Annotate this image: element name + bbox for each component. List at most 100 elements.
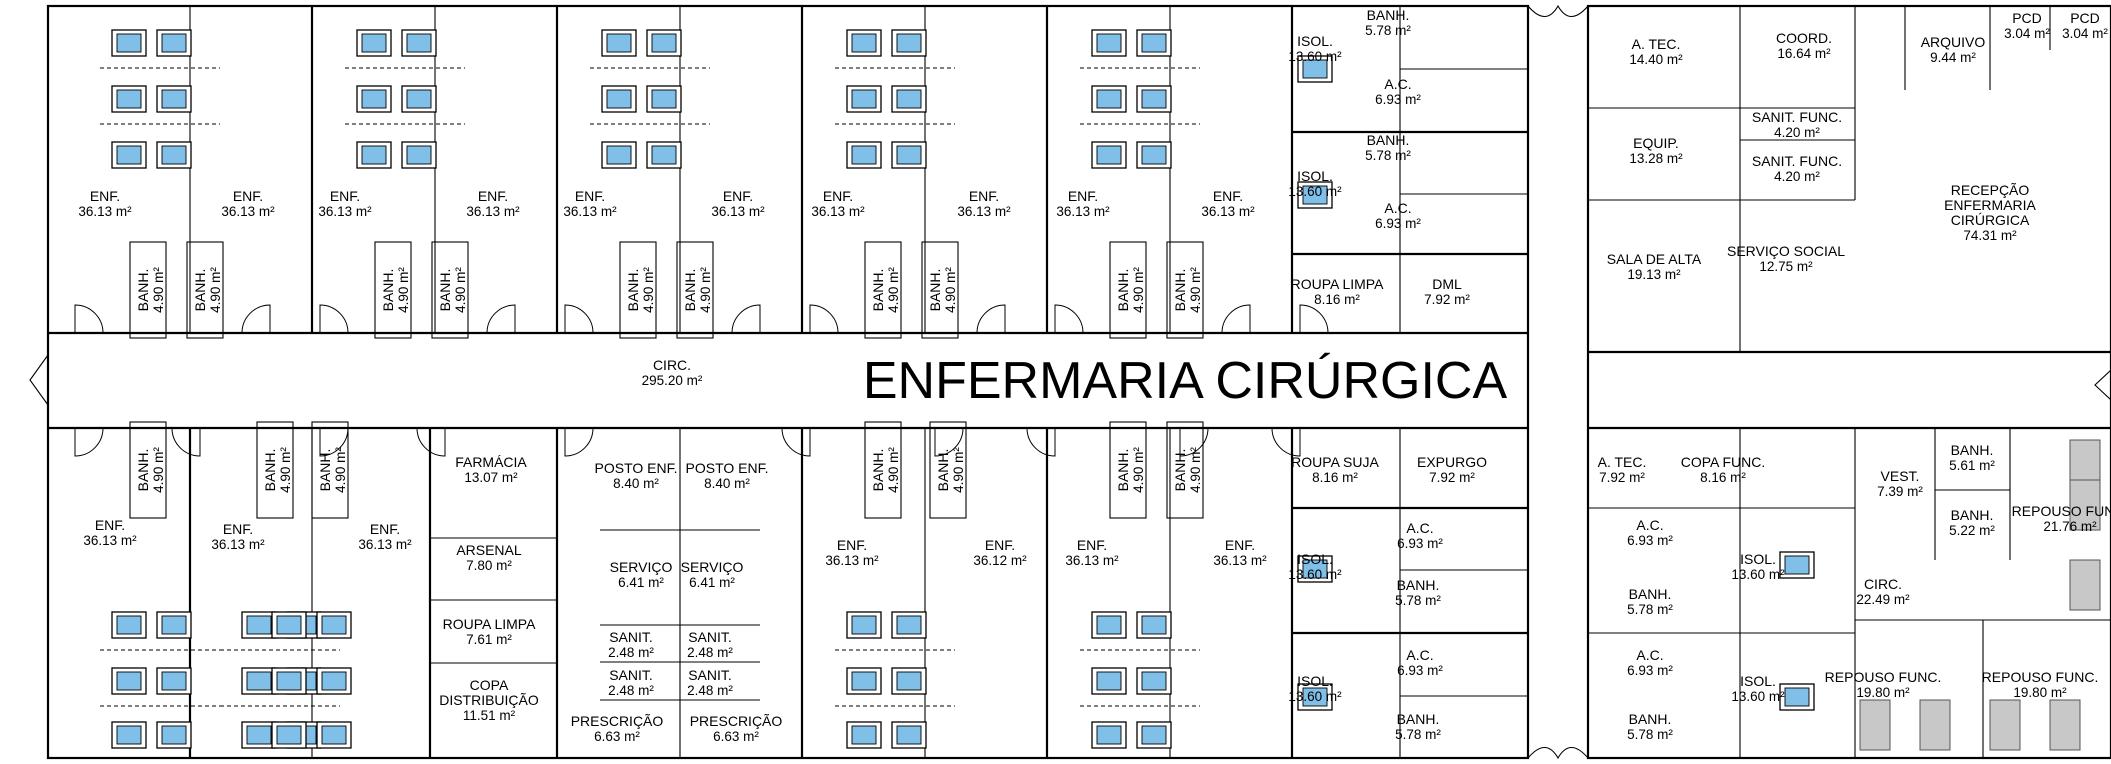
patient-bed xyxy=(1136,721,1172,749)
room-name: CIRC. xyxy=(1864,576,1902,592)
room-area: 4.90 m² xyxy=(208,267,223,313)
room-area: 7.39 m² xyxy=(1877,484,1923,499)
room-name: SANIT. xyxy=(609,667,653,683)
room-area: 16.64 m² xyxy=(1777,46,1831,61)
rest-bed xyxy=(1989,699,2021,751)
room-name: CIRÚRGICA xyxy=(1951,212,2030,228)
beds xyxy=(111,29,1815,749)
patient-bed xyxy=(111,721,147,749)
bathroom-outline xyxy=(1166,241,1204,339)
room-area: 13.60 m² xyxy=(1288,184,1342,199)
room-label: ENF.36.13 m² xyxy=(466,188,520,219)
room-label: ISOL.13.60 m² xyxy=(1288,673,1342,704)
room-name: ISOL. xyxy=(1297,673,1333,689)
room-area: 5.78 m² xyxy=(1395,727,1441,742)
room-name: PCD xyxy=(2012,10,2042,26)
room-area: 13.60 m² xyxy=(1288,49,1342,64)
room-label: ENF.36.13 m² xyxy=(1056,188,1110,219)
patient-bed xyxy=(316,611,352,639)
bathroom-outline xyxy=(256,421,294,519)
room-name: COORD. xyxy=(1776,30,1832,46)
room-name: A.C. xyxy=(1384,200,1411,216)
room-name: PCD xyxy=(2070,10,2100,26)
patient-bed xyxy=(1297,181,1333,209)
patient-bed xyxy=(1136,611,1172,639)
patient-bed xyxy=(1779,683,1815,711)
room-area: 36.13 m² xyxy=(825,553,879,568)
patient-bed xyxy=(156,611,192,639)
door-swing xyxy=(74,427,104,457)
bathroom-label: BANH.4.90 m² xyxy=(437,267,468,313)
bathroom-label: BANH.4.90 m² xyxy=(135,267,166,313)
rest-bed xyxy=(2049,699,2081,751)
plan-title: ENFERMARIA CIRÚRGICA xyxy=(863,352,1508,410)
room-area: 6.63 m² xyxy=(594,729,640,744)
room-name: BANH. xyxy=(437,269,453,312)
room-name: POSTO ENF. xyxy=(686,460,769,476)
room-name: A.C. xyxy=(1384,76,1411,92)
patient-bed xyxy=(1297,683,1333,711)
room-name: ISOL. xyxy=(1740,551,1776,567)
room-area: 6.93 m² xyxy=(1627,663,1673,678)
patient-bed xyxy=(1297,55,1333,83)
patient-bed xyxy=(356,141,392,169)
room-area: 5.78 m² xyxy=(1627,602,1673,617)
room-label: ENF.36.13 m² xyxy=(957,188,1011,219)
bathroom-outline xyxy=(1109,421,1147,519)
patient-bed xyxy=(156,141,192,169)
patient-bed xyxy=(156,667,192,695)
bathroom-label: BANH.4.90 m² xyxy=(135,447,166,493)
room-name: ENF. xyxy=(330,188,360,204)
room-name: CIRC. xyxy=(653,357,691,373)
room-label: COORD.16.64 m² xyxy=(1776,30,1832,61)
room-label: A. TEC.7.92 m² xyxy=(1598,454,1647,485)
room-area: 4.90 m² xyxy=(151,447,166,493)
room-label: REPOUSO FUNC.21.76 m² xyxy=(2012,503,2111,534)
room-name: REPOUSO FUNC. xyxy=(1982,669,2099,685)
room-label: COPA FUNC.8.16 m² xyxy=(1681,454,1766,485)
room-area: 11.51 m² xyxy=(463,708,516,723)
room-area: 4.90 m² xyxy=(886,447,901,493)
room-area: 36.13 m² xyxy=(1065,553,1119,568)
room-name: PRESCRIÇÃO xyxy=(571,713,664,729)
patient-bed xyxy=(846,29,882,57)
patient-bed xyxy=(1091,667,1127,695)
room-label: A.C.6.93 m² xyxy=(1397,520,1443,551)
room-label: ENF.36.13 m² xyxy=(811,188,865,219)
patient-bed xyxy=(241,667,277,695)
room-area: 36.13 m² xyxy=(1056,204,1110,219)
room-name: RECEPÇÃO xyxy=(1951,182,2030,198)
room-area: 6.93 m² xyxy=(1397,663,1443,678)
room-label: SANIT. FUNC.4.20 m² xyxy=(1752,153,1842,184)
patient-bed xyxy=(316,667,352,695)
room-area: 13.07 m² xyxy=(464,470,518,485)
room-area: 19.80 m² xyxy=(2013,685,2067,700)
room-name: ENF. xyxy=(233,188,263,204)
room-name: ENF. xyxy=(1068,188,1098,204)
room-label: CIRC.22.49 m² xyxy=(1856,576,1910,607)
bathroom-outline xyxy=(864,241,902,339)
room-name: ARQUIVO xyxy=(1921,34,1986,50)
room-area: 2.48 m² xyxy=(687,683,733,698)
room-name: BANH. xyxy=(1951,507,1994,523)
room-area: 5.61 m² xyxy=(1949,458,1995,473)
room-area: 4.90 m² xyxy=(886,267,901,313)
room-name: ENF. xyxy=(1077,537,1107,553)
room-label: SANIT.2.48 m² xyxy=(687,667,733,698)
room-area: 8.16 m² xyxy=(1700,470,1746,485)
room-area: 21.76 m² xyxy=(2043,519,2097,534)
bathroom-label: BANH.4.90 m² xyxy=(1115,267,1146,313)
door-swing xyxy=(976,304,1006,334)
room-name: BANH. xyxy=(1172,449,1188,492)
room-name: PRESCRIÇÃO xyxy=(690,713,783,729)
room-area: 13.60 m² xyxy=(1288,567,1342,582)
room-name: A.C. xyxy=(1406,647,1433,663)
room-area: 4.90 m² xyxy=(333,447,348,493)
room-area: 8.40 m² xyxy=(613,476,659,491)
bathroom-outline xyxy=(1109,241,1147,339)
